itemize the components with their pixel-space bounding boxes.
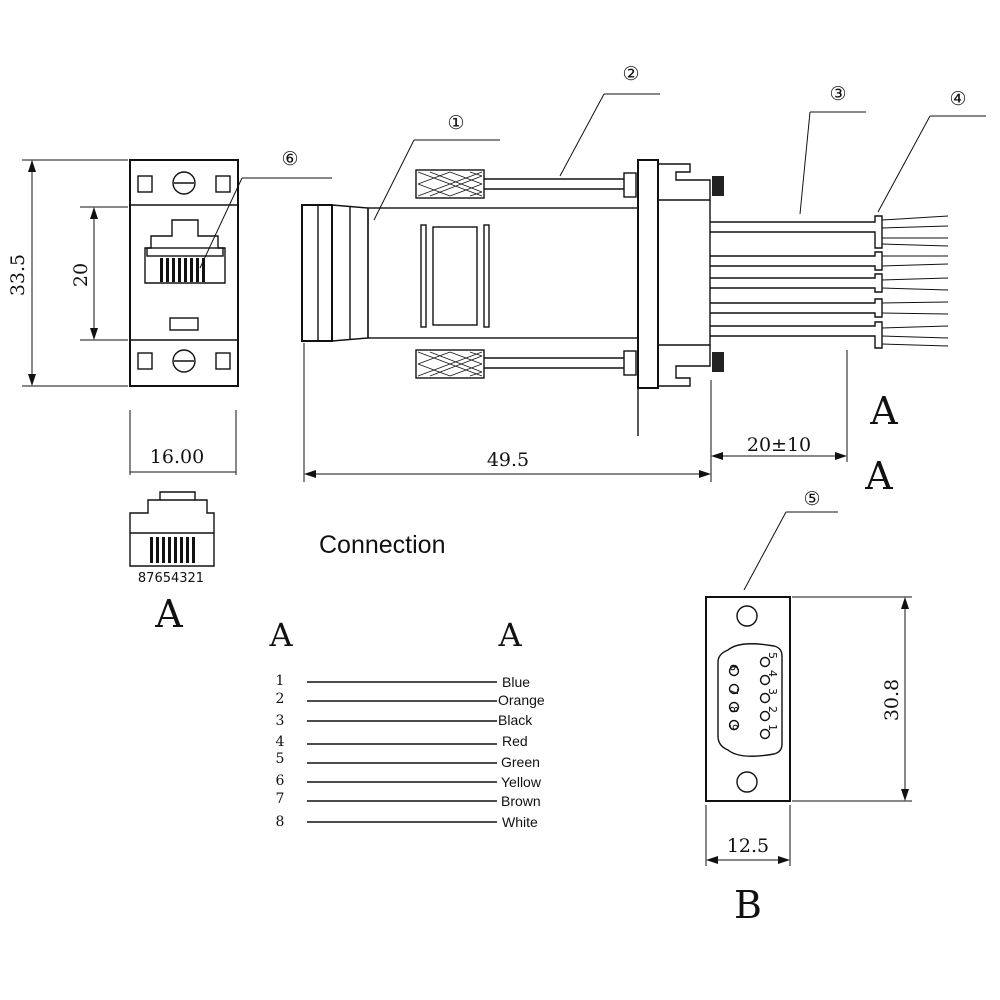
- dim-wire-length-label: 20±10: [747, 434, 811, 456]
- svg-text:5: 5: [276, 751, 285, 767]
- connection-row: 1 Blue: [276, 673, 531, 690]
- connection-row: 5 Green: [276, 751, 540, 770]
- rj45-pin-order: 87654321: [138, 571, 204, 586]
- dim-height-jack-label: 20: [70, 263, 92, 287]
- contact-pins: [160, 258, 205, 282]
- svg-text:2: 2: [276, 691, 285, 707]
- dim-length-total: 49.5: [303, 343, 712, 482]
- svg-text:8: 8: [727, 706, 740, 713]
- connection-row: 4 Red: [276, 733, 528, 750]
- adapter-side-view: [301, 159, 724, 436]
- rj45-plug-view: 87654321 A: [129, 491, 215, 636]
- callout-4: ④: [877, 88, 986, 213]
- dim-wire-length: 20±10: [711, 350, 848, 462]
- svg-text:6: 6: [276, 773, 285, 789]
- dim-db-height: 30.8: [792, 596, 912, 802]
- svg-text:Green: Green: [501, 754, 540, 770]
- dim-height-total: 33.5: [7, 159, 128, 387]
- dim-height-total-label: 33.5: [7, 254, 29, 296]
- callout-3: ③: [799, 83, 866, 215]
- dim-height-jack: 20: [70, 206, 128, 341]
- dim-width-jack: 16.00: [129, 410, 237, 475]
- dim-db-width: 12.5: [705, 805, 791, 866]
- svg-text:7: 7: [276, 791, 285, 807]
- wire-bundle: [710, 215, 949, 349]
- svg-text:2: 2: [766, 706, 779, 713]
- connection-header-right: A: [497, 616, 522, 654]
- svg-text:White: White: [502, 814, 538, 830]
- svg-text:3: 3: [276, 713, 285, 729]
- db9-front-view: ⑤ 5 4 3 2 1 9 8 7 6: [705, 488, 838, 802]
- svg-text:③: ③: [829, 83, 846, 105]
- dim-length-total-label: 49.5: [487, 449, 529, 471]
- svg-text:Brown: Brown: [501, 793, 541, 809]
- svg-text:5: 5: [766, 652, 779, 659]
- connection-row: 7 Brown: [276, 791, 541, 809]
- view-label-a-rj45: A: [154, 592, 183, 636]
- svg-text:Orange: Orange: [498, 692, 545, 708]
- connection-table: Connection A A 1 Blue 2 Orange 3 Black 4…: [268, 531, 544, 830]
- callout-6: ⑥: [199, 148, 332, 269]
- dim-db-width-label: 12.5: [727, 835, 769, 857]
- svg-text:Blue: Blue: [502, 674, 530, 690]
- view-label-a-right-1: A: [869, 389, 898, 433]
- svg-text:④: ④: [949, 88, 966, 110]
- svg-text:7: 7: [727, 688, 740, 695]
- svg-text:1: 1: [276, 673, 285, 689]
- db9-pins: 5 4 3 2 1 9 8 7 6: [727, 652, 779, 740]
- connection-row: 2 Orange: [276, 691, 545, 708]
- svg-text:9: 9: [727, 724, 740, 731]
- svg-text:4: 4: [276, 734, 285, 750]
- callout-5: ⑤: [803, 488, 820, 510]
- svg-text:6: 6: [727, 664, 740, 671]
- dim-db-height-label: 30.8: [881, 679, 903, 721]
- view-label-a-right-2: A: [864, 454, 893, 498]
- svg-text:⑥: ⑥: [281, 148, 298, 170]
- callout-2: ②: [559, 63, 660, 177]
- connection-title: Connection: [319, 531, 445, 559]
- svg-text:Black: Black: [498, 712, 533, 728]
- svg-text:Yellow: Yellow: [501, 774, 542, 790]
- connection-row: 8 White: [276, 814, 538, 830]
- svg-text:3: 3: [766, 688, 779, 695]
- connection-row: 6 Yellow: [276, 773, 542, 790]
- plug-contacts: [150, 537, 195, 563]
- callout-1: ①: [373, 112, 500, 221]
- connection-header-left: A: [268, 616, 293, 654]
- svg-text:8: 8: [276, 814, 285, 830]
- dim-width-jack-label: 16.00: [150, 446, 204, 468]
- svg-text:Red: Red: [502, 733, 528, 749]
- svg-text:4: 4: [766, 670, 779, 677]
- connection-row: 3 Black: [276, 712, 534, 729]
- rj45-front-view: [129, 159, 239, 387]
- svg-text:1: 1: [766, 724, 779, 731]
- view-label-b-db9: B: [734, 883, 762, 927]
- svg-text:①: ①: [447, 112, 464, 134]
- svg-text:②: ②: [622, 63, 639, 85]
